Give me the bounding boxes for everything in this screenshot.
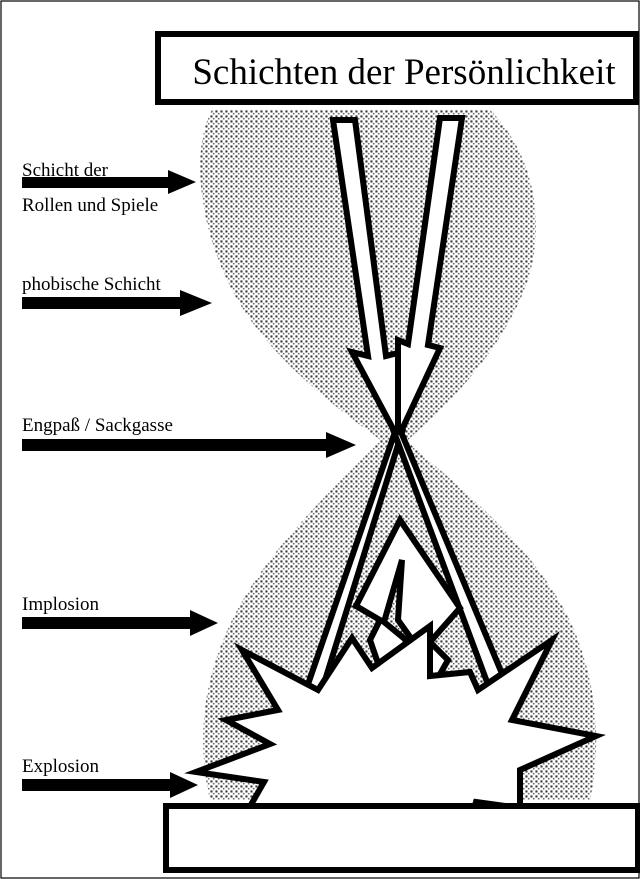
diagram-title: Schichten der Persönlichkeit	[168, 40, 640, 104]
label-explosion: Explosion	[22, 754, 99, 780]
label-rollen-line1: Schicht der	[22, 158, 108, 184]
label-phobisch: phobische Schicht	[22, 272, 161, 298]
label-rollen-line2: Rollen und Spiele	[22, 193, 158, 219]
label-implosion: Implosion	[22, 592, 99, 618]
label-engpass: Engpaß / Sackgasse	[22, 413, 173, 439]
base-bar	[166, 806, 638, 870]
